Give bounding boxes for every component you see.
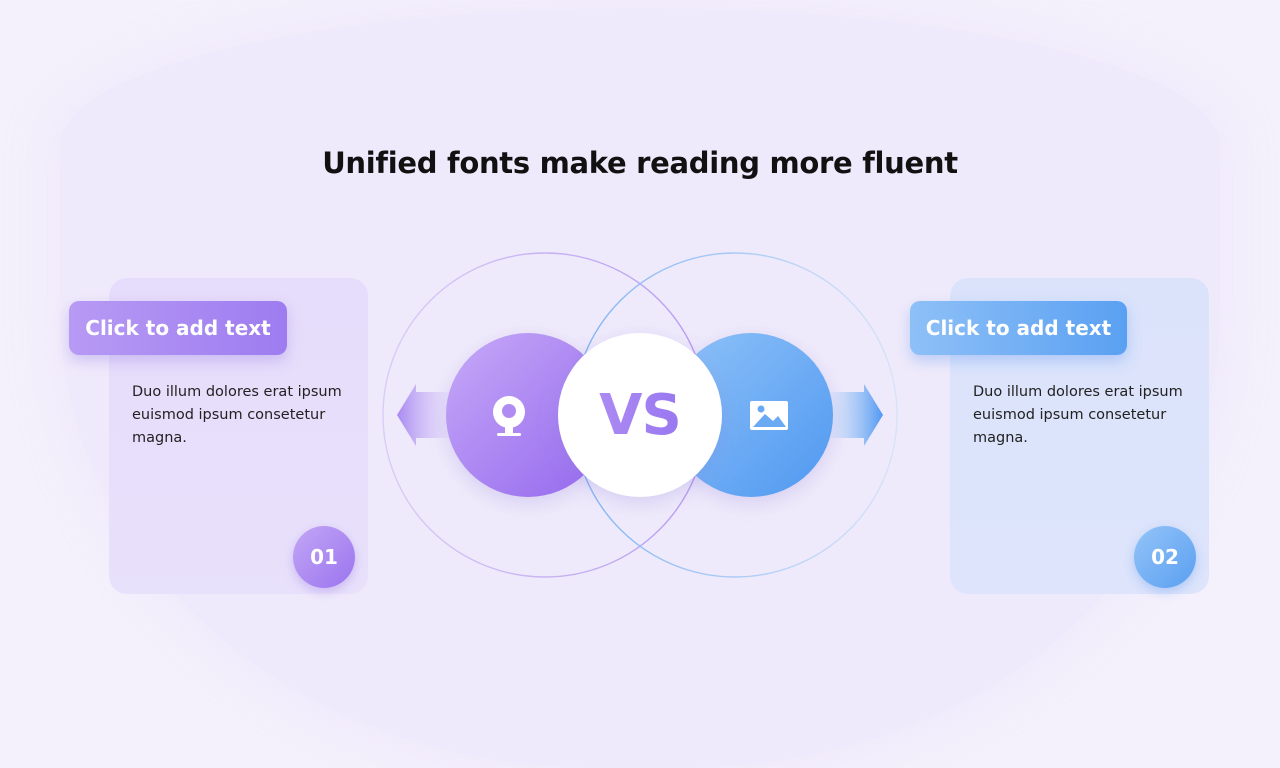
card-left-number: 01 [293, 526, 355, 588]
arrow-left [397, 384, 455, 446]
webcam-icon [493, 396, 525, 436]
card-right-number: 02 [1134, 526, 1196, 588]
card-left-heading[interactable]: Click to add text [69, 301, 287, 355]
card-right-body[interactable]: Duo illum dolores erat ipsum euismod ips… [973, 384, 1183, 446]
circle-center [558, 333, 722, 497]
slide-title: Unified fonts make reading more fluent [322, 146, 958, 180]
comparison-diagram [382, 252, 898, 578]
card-right-heading[interactable]: Click to add text [910, 301, 1127, 355]
vs-label: VS [558, 333, 722, 497]
card-left-body[interactable]: Duo illum dolores erat ipsum euismod ips… [132, 384, 342, 446]
image-icon [750, 401, 788, 430]
arrow-right [825, 384, 883, 446]
